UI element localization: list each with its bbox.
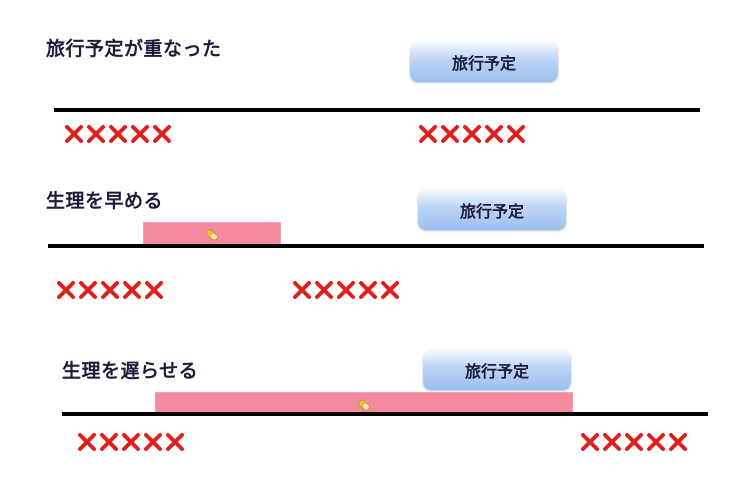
period-cross-mark [144, 433, 162, 451]
timeline-line [54, 108, 700, 112]
period-cross-mark [337, 281, 355, 299]
period-cross-mark [463, 125, 481, 143]
timeline-line [62, 412, 708, 416]
period-cross-mark [441, 125, 459, 143]
period-cross-mark [166, 433, 184, 451]
period-cross-mark [145, 281, 163, 299]
period-cross-mark [669, 433, 687, 451]
period-cross-mark [625, 433, 643, 451]
trip-plan-label: 旅行予定 [459, 202, 524, 221]
period-marks-advanced [292, 280, 400, 302]
period-cross-mark [87, 125, 105, 143]
panel-title: 生理を遅らせる [62, 360, 199, 382]
period-cross-mark [581, 433, 599, 451]
period-cross-mark [359, 281, 377, 299]
pill-icon [358, 399, 370, 411]
trip-plan-label: 旅行予定 [464, 362, 529, 381]
period-cross-mark [100, 433, 118, 451]
period-cross-mark [122, 433, 140, 451]
period-cross-mark [57, 281, 75, 299]
trip-plan-label: 旅行予定 [451, 54, 516, 73]
period-cross-mark [79, 281, 97, 299]
timeline-line [48, 244, 704, 248]
trip-plan-box: 旅行予定 [410, 42, 558, 82]
period-marks-original [64, 124, 172, 146]
period-cross-mark [419, 125, 437, 143]
period-cross-mark [65, 125, 83, 143]
period-cross-mark [315, 281, 333, 299]
period-marks-original [77, 432, 185, 454]
panel-title: 生理を早める [46, 190, 164, 212]
period-marks-next [418, 124, 526, 146]
pill-icon [206, 229, 218, 241]
period-cross-mark [485, 125, 503, 143]
period-cross-mark [293, 281, 311, 299]
period-marks-delayed [580, 432, 688, 454]
period-cross-mark [647, 433, 665, 451]
period-cross-mark [381, 281, 399, 299]
period-cross-mark [109, 125, 127, 143]
period-cross-mark [123, 281, 141, 299]
period-cross-mark [153, 125, 171, 143]
panel-title: 旅行予定が重なった [46, 38, 222, 60]
period-marks-original [56, 280, 164, 302]
period-cross-mark [507, 125, 525, 143]
trip-plan-box: 旅行予定 [423, 350, 571, 390]
period-cross-mark [101, 281, 119, 299]
period-cross-mark [131, 125, 149, 143]
trip-plan-box: 旅行予定 [418, 190, 566, 230]
period-cross-mark [603, 433, 621, 451]
period-cross-mark [78, 433, 96, 451]
